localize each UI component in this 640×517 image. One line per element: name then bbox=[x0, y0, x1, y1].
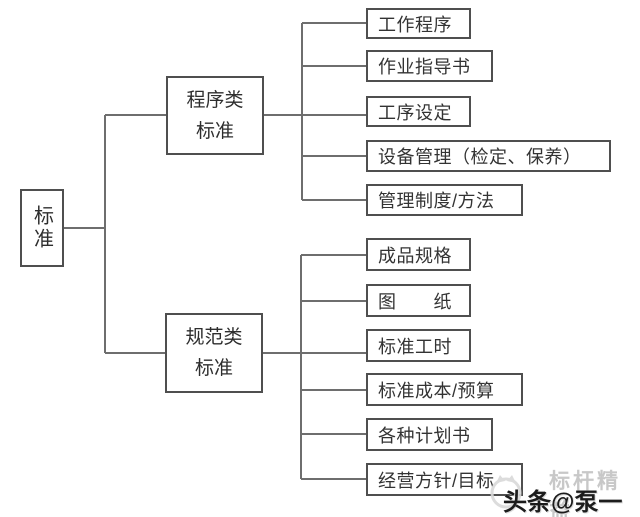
node-leaf-operation-instructions: 作业指导书 bbox=[366, 50, 493, 82]
node-leaf-drawings: 图 纸 bbox=[366, 284, 471, 317]
node-leaf-standard-cost-budget: 标准成本/预算 bbox=[366, 373, 523, 406]
node-leaf-various-plans: 各种计划书 bbox=[366, 418, 493, 451]
root-label: 标准 bbox=[30, 205, 53, 251]
watermark-logo-icon bbox=[490, 475, 522, 509]
node-leaf-management-system-method: 管理制度/方法 bbox=[366, 184, 523, 216]
node-group-specification: 规范类 标准 bbox=[165, 313, 263, 393]
node-leaf-standard-hours: 标准工时 bbox=[366, 329, 471, 362]
watermark-brand-text: 标杆精益 bbox=[549, 470, 621, 517]
node-leaf-process-setting: 工序设定 bbox=[366, 96, 471, 127]
group-specification-label-line2: 标准 bbox=[194, 358, 233, 379]
group-procedure-label-line2: 标准 bbox=[195, 120, 234, 142]
group-procedure-label-line1: 程序类 bbox=[186, 89, 244, 111]
node-leaf-work-procedure: 工作程序 bbox=[366, 8, 471, 39]
node-leaf-equipment-management: 设备管理（检定、保养） bbox=[366, 140, 611, 172]
node-root: 标准 bbox=[20, 189, 64, 267]
group-specification-label-line1: 规范类 bbox=[185, 327, 243, 348]
node-leaf-product-spec: 成品规格 bbox=[366, 238, 471, 271]
node-leaf-business-policy-goals: 经营方针/目标 bbox=[366, 463, 523, 496]
watermark-credit-text: 头条@泵一代 bbox=[503, 489, 623, 516]
node-group-procedure: 程序类 标准 bbox=[166, 76, 264, 155]
